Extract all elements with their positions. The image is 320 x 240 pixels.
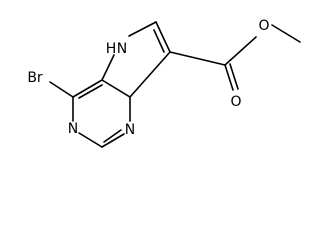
atom-label-o-double: O xyxy=(230,94,241,110)
bond-c4a-n5 xyxy=(101,54,115,81)
atom-label-n1: N xyxy=(125,122,135,138)
bond-o-methyl xyxy=(271,24,301,43)
bond-c2-n1-inner xyxy=(103,129,122,143)
bond-c6-c7 xyxy=(155,21,171,53)
atom-label-br: Br xyxy=(27,70,43,86)
bond-carbonyl-o-double-b xyxy=(229,63,239,90)
bond-c4-c4a-inner xyxy=(78,84,103,99)
bond-c7-carbonyl xyxy=(169,51,226,66)
atom-label-nh-h: H xyxy=(106,41,117,57)
atom-label-nh-n: N xyxy=(117,41,127,57)
bond-n5-c6 xyxy=(128,21,157,37)
atom-label-o-single: O xyxy=(258,18,269,34)
bond-c4-br xyxy=(49,81,74,98)
bond-carbonyl-o-single xyxy=(224,36,257,66)
molecule-structure-diagram: Br N N H N O O xyxy=(27,18,301,148)
bond-c7a-c4a xyxy=(101,79,131,98)
bond-c4-c4a xyxy=(72,79,103,98)
bond-c6-c7-inner xyxy=(153,29,165,53)
atom-label-layer: Br N N H N O O xyxy=(27,18,269,138)
bond-n3-c2 xyxy=(78,132,103,148)
bond-layer xyxy=(49,21,301,148)
atom-label-n3: N xyxy=(68,121,78,137)
bond-carbonyl-o-double-a xyxy=(224,64,234,91)
bond-c7-c7a xyxy=(129,51,171,98)
bond-c2-n1 xyxy=(101,133,125,148)
